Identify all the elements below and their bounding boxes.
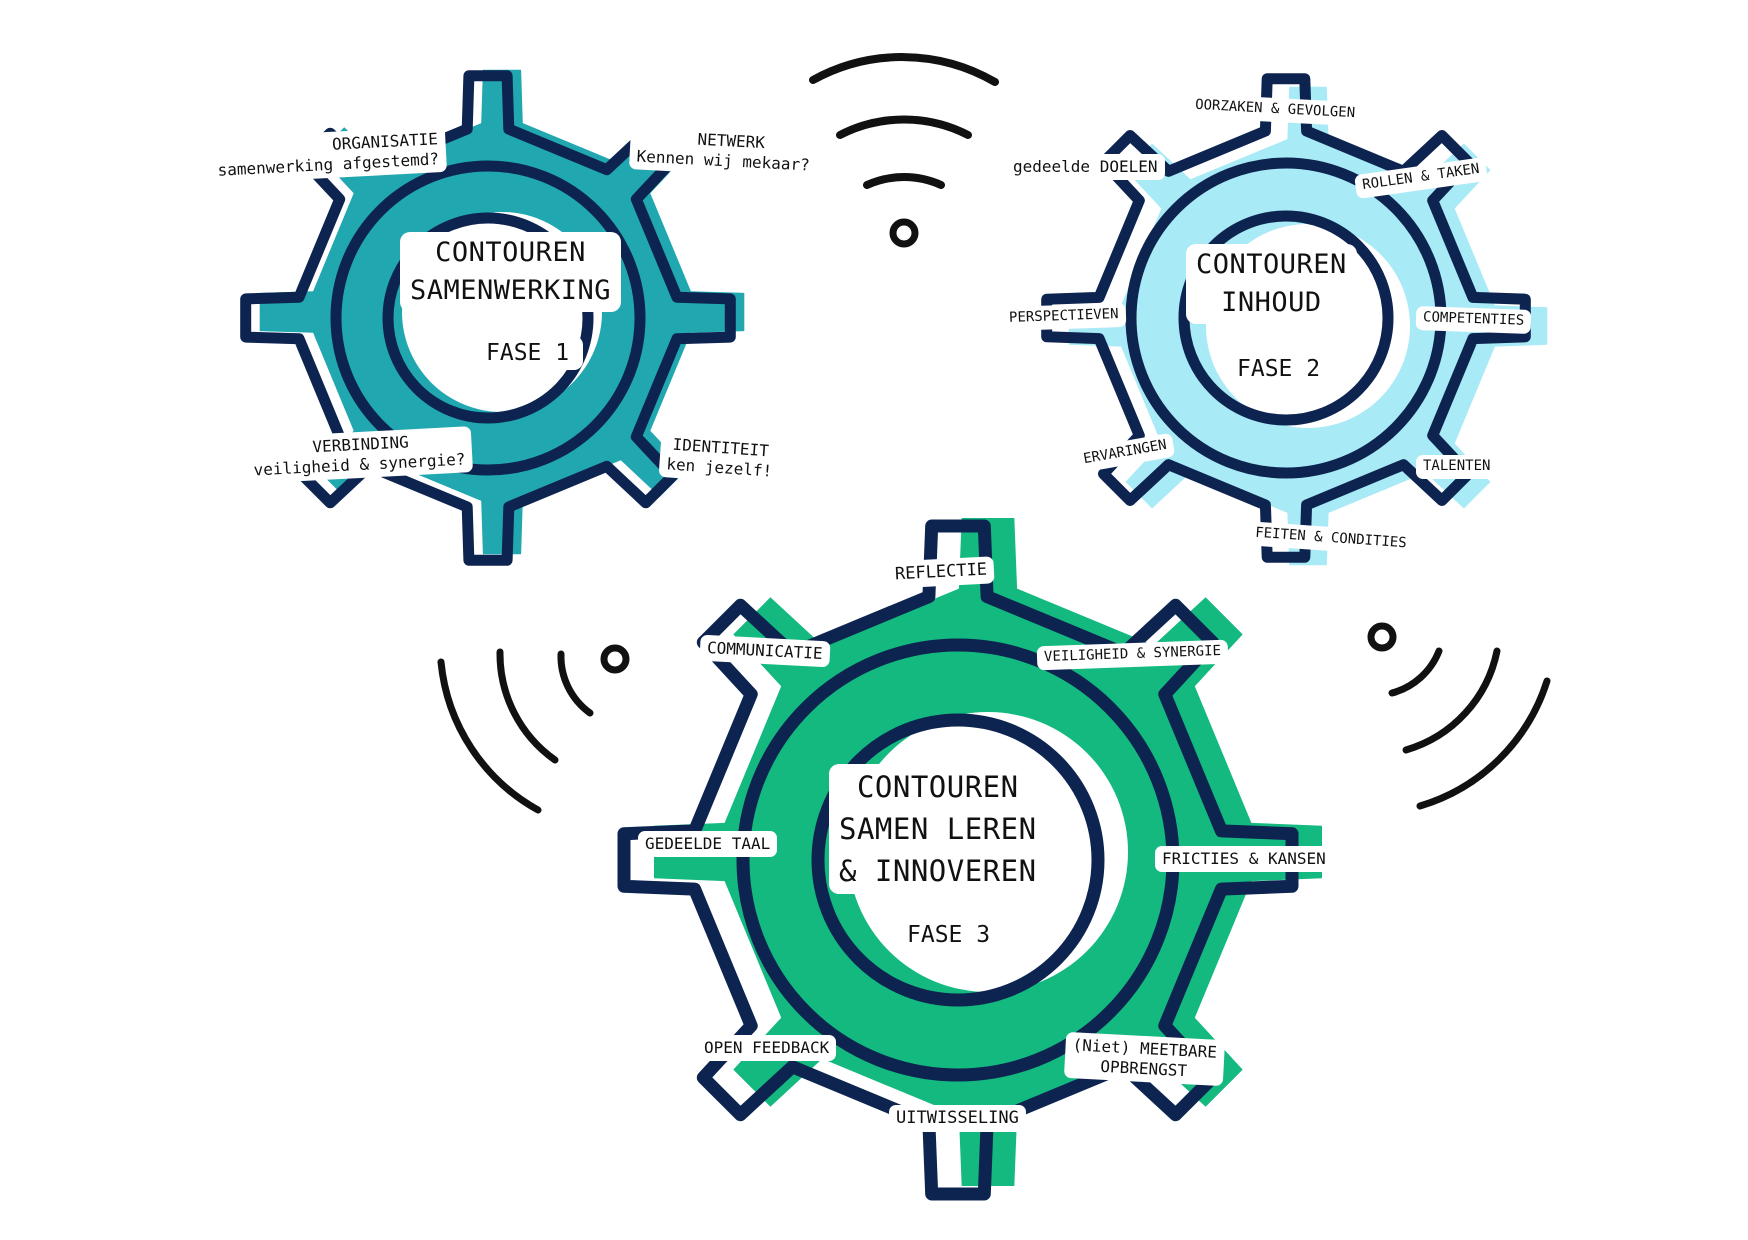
gear-2-title: CONTOUREN INHOUD <box>1186 244 1357 324</box>
signal-top-icon <box>809 53 999 248</box>
label-identiteit: IDENTITEIT ken jezelf! <box>658 430 782 486</box>
label-uitwisseling: UITWISSELING <box>889 1105 1026 1133</box>
gear2-fill-ring <box>1068 86 1548 566</box>
label-meetbare: (Niet) MEETBARE OPBRENGST <box>1063 1031 1225 1087</box>
gear-2-phase: FASE 2 <box>1223 352 1335 386</box>
label-perspectieven: PERSPECTIEVEN <box>1001 302 1126 331</box>
signal-left-icon <box>437 644 630 814</box>
gear-3-title-line3: & INNOVEREN <box>839 854 1037 889</box>
gear1-middle-ring <box>330 160 646 476</box>
gear-2-title-line1: CONTOUREN <box>1196 249 1347 280</box>
label-doelen: gedeelde DOELEN <box>1006 154 1165 180</box>
gear-3-phase: FASE 3 <box>893 918 1005 952</box>
gear-3-title: CONTOUREN SAMEN LEREN & INNOVEREN <box>829 764 1047 895</box>
gear-1-title: CONTOUREN SAMENWERKING <box>400 232 622 312</box>
gear2-outer-outline <box>1041 73 1531 563</box>
gear-1-title-line1: CONTOUREN <box>435 237 586 268</box>
gear-1-phase: FASE 1 <box>472 336 584 370</box>
gear-3-title-line1: CONTOUREN <box>856 770 1019 804</box>
gear-2-lightblue-fill <box>1068 86 1548 566</box>
gear-2-title-line2: INHOUD <box>1221 286 1322 318</box>
gear2-inner-ring <box>1178 210 1394 426</box>
gear3-inner-ring <box>811 713 1105 1007</box>
label-feedback: OPEN FEEDBACK <box>697 1035 837 1061</box>
label-competenties: COMPETENTIES <box>1415 305 1532 334</box>
label-taal: GEDEELDE TAAL <box>638 831 778 857</box>
signal-right-icon <box>1367 622 1551 810</box>
gear-1-title-line2: SAMENWERKING <box>410 274 612 306</box>
label-netwerk: NETWERK Kennen wij mekaar? <box>628 123 819 179</box>
gear-3-title-line2: SAMEN LEREN <box>839 812 1037 847</box>
gear1-inner-ring <box>382 212 594 424</box>
label-talenten: TALENTEN <box>1416 455 1498 479</box>
label-fricties: FRICTIES & KANSEN <box>1155 846 1333 872</box>
